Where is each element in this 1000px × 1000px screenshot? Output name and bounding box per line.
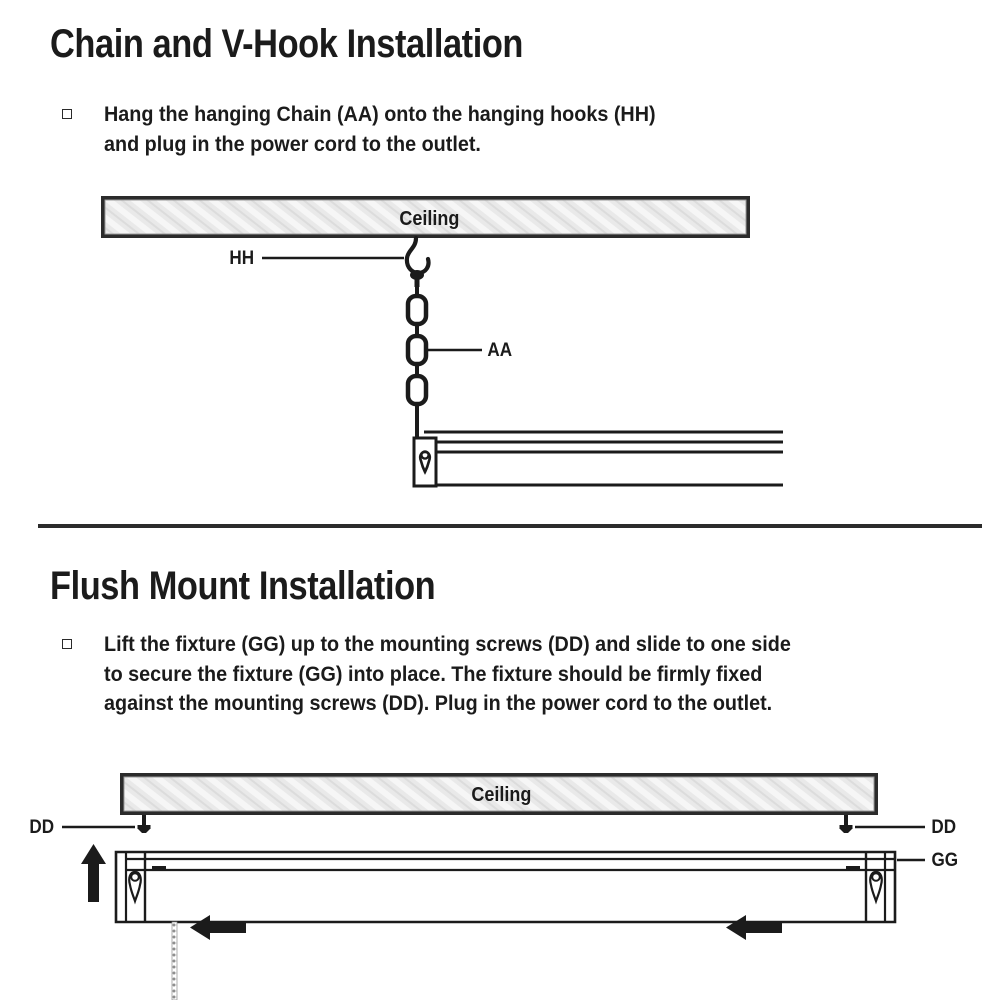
fixture-body: [114, 850, 897, 924]
ceiling-label: Ceiling: [399, 208, 460, 230]
instruction-text: Hang the hanging Chain (AA) onto the han…: [104, 102, 656, 156]
diagram-flush-mount: Ceiling DD DD GG: [0, 760, 1000, 1000]
callout-dd-left: DD: [29, 817, 55, 838]
lift-arrow: [81, 844, 106, 902]
section-title-flush-mount: Flush Mount Installation: [50, 564, 436, 608]
hanging-chain: [405, 286, 429, 432]
instruction-chain-v-hook: Hang the hanging Chain (AA) onto the han…: [62, 100, 824, 159]
callout-dd-right: DD: [931, 817, 957, 838]
callout-gg: GG: [931, 850, 959, 871]
callout-aa: AA: [487, 340, 513, 361]
ceiling-label: Ceiling: [471, 784, 532, 806]
callout-hh: HH: [229, 248, 255, 269]
mounting-screw-right: [839, 815, 853, 833]
instruction-flush-mount: Lift the fixture (GG) up to the mounting…: [62, 630, 1000, 719]
instruction-text: Lift the fixture (GG) up to the mounting…: [104, 632, 791, 716]
section-divider: [38, 524, 982, 528]
checkbox-bullet-icon: [62, 639, 72, 649]
checkbox-bullet-icon: [62, 109, 72, 119]
pull-cord: [171, 921, 178, 1000]
mounting-screw-left: [137, 815, 151, 833]
slide-arrow-left: [190, 915, 246, 940]
slide-arrow-right: [726, 915, 782, 940]
hook-ball: [410, 270, 424, 287]
fixture-body: [412, 428, 783, 488]
ceiling-slab: [101, 196, 750, 238]
section-title-chain-v-hook: Chain and V-Hook Installation: [50, 22, 523, 66]
diagram-chain-v-hook: Ceiling HH AA: [0, 180, 1000, 510]
hanging-hook: [404, 235, 431, 276]
ceiling-slab: [120, 773, 878, 815]
